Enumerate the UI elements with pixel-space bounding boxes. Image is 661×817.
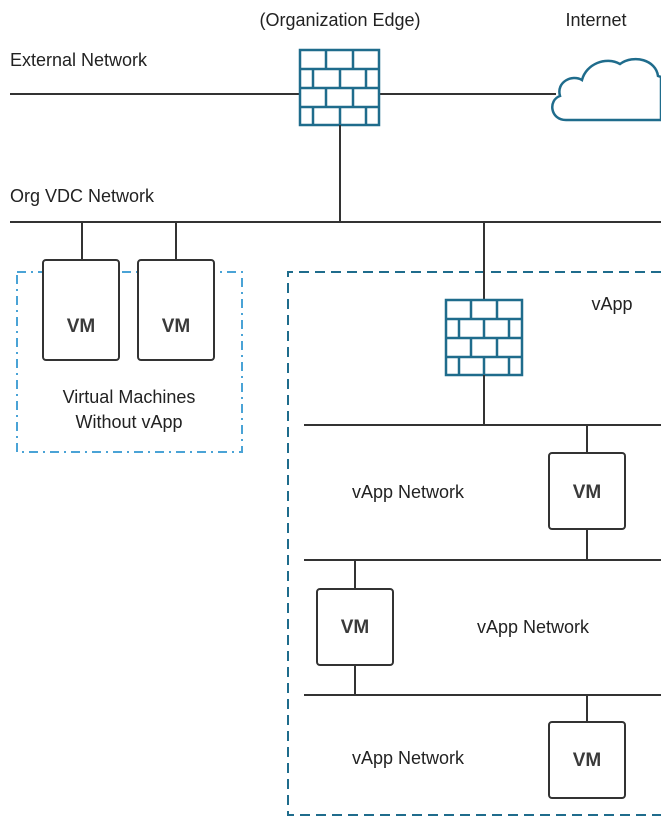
vm-box-standalone-2[interactable] xyxy=(137,259,215,361)
vms-without-vapp-label-line2: Without vApp xyxy=(75,412,182,432)
org-edge-label: (Organization Edge) xyxy=(259,10,420,30)
org-vdc-network-label: Org VDC Network xyxy=(10,186,155,206)
internet-label: Internet xyxy=(565,10,626,30)
vms-without-vapp-group xyxy=(16,271,243,453)
vm-label: VM xyxy=(67,316,96,337)
internet-cloud-icon xyxy=(551,57,661,122)
vapp-label: vApp xyxy=(591,294,632,314)
vapp-network-label-3: vApp Network xyxy=(352,748,465,768)
vm-label: VM xyxy=(573,750,602,771)
vm-label: VM xyxy=(162,316,191,337)
external-network-label: External Network xyxy=(10,50,148,70)
vapp-network-label-2: vApp Network xyxy=(477,617,590,637)
vms-without-vapp-label-line1: Virtual Machines xyxy=(63,387,196,407)
vapp-network-label-1: vApp Network xyxy=(352,482,465,502)
vm-label: VM xyxy=(341,617,370,638)
vm-box-standalone-1[interactable] xyxy=(42,259,120,361)
edge-firewall-icon xyxy=(298,48,381,127)
vm-label: VM xyxy=(573,482,602,503)
vapp-container xyxy=(287,271,661,816)
vm-box-vapp-3[interactable] xyxy=(548,721,626,799)
vapp-firewall-icon xyxy=(444,298,524,377)
